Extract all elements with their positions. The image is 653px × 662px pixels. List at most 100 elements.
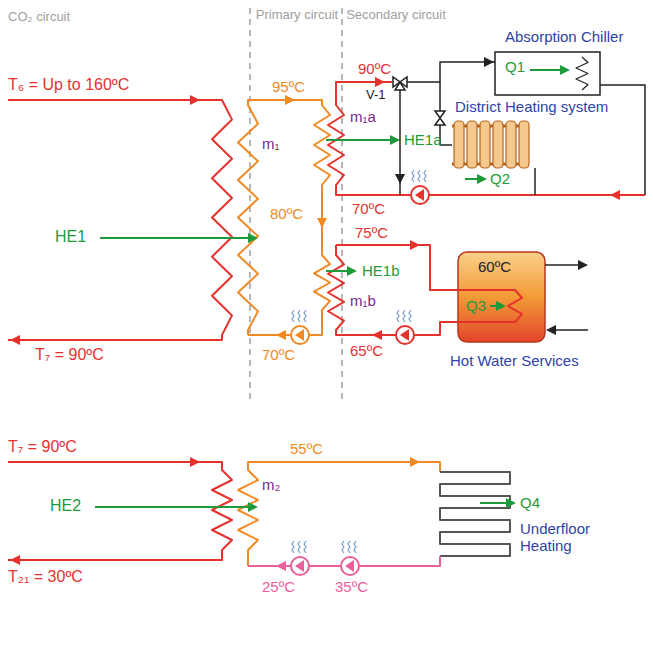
radiator-return [534, 168, 536, 195]
text-label: T₂₁ = 30ºC [8, 568, 83, 586]
heat-arrow [326, 270, 348, 272]
flow-arrowhead [10, 555, 20, 565]
flow-arrowhead [347, 266, 357, 276]
underfloor-node: Q4Underfloor Heating [440, 462, 620, 572]
district-heating-node: District Heating systemQ2 [450, 96, 630, 191]
text-label: m₁ [262, 135, 280, 152]
heat-flow-label: Q1 [505, 58, 525, 75]
text-label: Primary circuit [254, 8, 340, 23]
valve-symbol [393, 77, 407, 90]
radiator-column [493, 121, 503, 168]
heat-arrow [490, 305, 497, 307]
flow-arrowhead [390, 135, 400, 145]
flow-arrowhead [546, 325, 556, 335]
heat-flow-label: Q4 [520, 494, 540, 511]
flow-arrowhead [375, 77, 385, 87]
node-text: District Heating system [455, 98, 608, 115]
text-label: 35ºC [335, 578, 368, 595]
pump-symbol [291, 541, 309, 575]
secondary-pipe [328, 82, 645, 195]
heat-arrow [326, 139, 392, 141]
flow-arrowhead [190, 95, 200, 105]
flow-arrowhead [372, 330, 382, 340]
text-label: HE1 [55, 228, 86, 246]
text-label: CO₂ circuit [8, 10, 70, 25]
flow-arrowhead [506, 498, 516, 508]
heat-arrow [100, 237, 248, 239]
hot-water-outlet [545, 264, 580, 266]
flow-arrowhead [248, 233, 258, 243]
chiller-box [495, 52, 600, 95]
heat-arrow [530, 69, 560, 71]
flow-arrowhead [285, 95, 295, 105]
flow-arrowhead [410, 240, 420, 250]
flow-arrowhead [395, 174, 405, 184]
text-label: 25ºC [262, 578, 295, 595]
text-label: m₂ [262, 476, 280, 493]
text-label: HE2 [50, 497, 81, 515]
text-label: 70ºC [262, 346, 295, 363]
text-label: m₁a [350, 108, 376, 125]
pump-symbol [396, 310, 414, 344]
flow-arrowhead [10, 335, 20, 345]
radiator-column [519, 121, 529, 168]
text-label: HE1a [404, 131, 442, 148]
heat-flow-label: Q3 [466, 297, 486, 314]
secondary-pipe [328, 245, 522, 335]
flow-arrowhead [276, 561, 286, 571]
radiator-column [467, 121, 477, 168]
node-text: Hot Water Services [450, 352, 579, 369]
flow-arrowhead [276, 330, 286, 340]
heat-arrow [480, 502, 507, 504]
node-text: Underfloor Heating [520, 520, 610, 555]
text-label: 65ºC [350, 342, 383, 359]
chiller-node: Absorption ChillerQ1 [495, 26, 635, 96]
flow-arrowhead [610, 190, 620, 200]
heat-arrow [465, 178, 478, 180]
text-label: T₇ = 90ºC [35, 346, 104, 364]
pump-symbol [291, 310, 309, 344]
flow-arrowhead [477, 174, 487, 184]
text-label: 95ºC [272, 78, 305, 95]
flow-arrowhead [578, 260, 588, 270]
underfloor-coil [440, 472, 510, 556]
flow-arrowhead [248, 502, 258, 512]
pump-symbol [411, 170, 429, 204]
radiator-column [480, 121, 490, 168]
text-label: 70ºC [352, 200, 385, 217]
text-label: 90ºC [358, 60, 391, 77]
primary-pipe [238, 100, 330, 335]
flow-arrowhead [317, 218, 327, 228]
text-label: Secondary circuit [346, 8, 446, 23]
text-label: 55ºC [290, 440, 323, 457]
node-text: Absorption Chiller [505, 28, 623, 45]
co2-pipe [8, 100, 232, 340]
cold-water-inlet [555, 329, 588, 331]
text-label: T₆ = Up to 160ºC [8, 76, 129, 94]
circuit-separator [341, 8, 343, 400]
text-label: 80ºC [270, 205, 303, 222]
text-label: 75ºC [355, 224, 388, 241]
co2-pipe [8, 462, 232, 560]
node-text: 60ºC [478, 258, 511, 275]
heat-arrow [95, 506, 248, 508]
flow-arrowhead [190, 457, 200, 467]
text-label: m₁b [350, 292, 376, 309]
primary-pipe [238, 462, 440, 566]
chiller-coil [576, 57, 588, 90]
text-label: V-1 [366, 88, 386, 103]
text-label: T₇ = 90ºC [8, 438, 77, 456]
heat-flow-label: Q2 [490, 170, 510, 187]
flow-arrowhead [410, 457, 420, 467]
flow-arrowhead [496, 301, 506, 311]
radiator-column [454, 121, 464, 168]
hot-water-node: 60ºC Q3Hot Water Services [450, 250, 615, 375]
hot-water-tank [458, 252, 545, 342]
chiller-feed [407, 62, 495, 82]
flow-arrowhead [484, 57, 494, 67]
text-label: HE1b [362, 262, 400, 279]
circuit-separator [249, 8, 251, 400]
pump-symbol [341, 541, 359, 575]
flow-arrowhead [560, 65, 570, 75]
valve-symbol [435, 111, 445, 125]
